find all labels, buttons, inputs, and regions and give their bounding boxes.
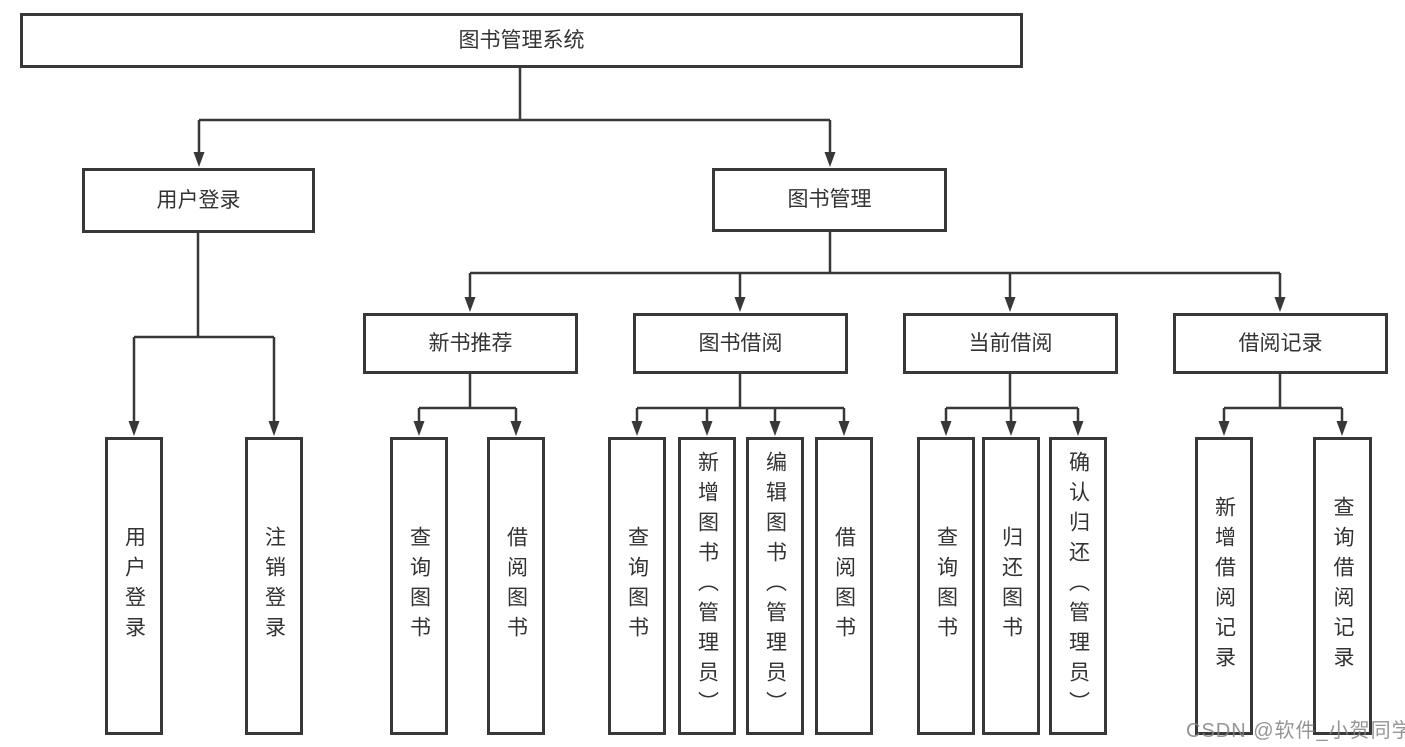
node-label: 注销登录 xyxy=(262,526,286,646)
leaf-logout: 注销登录 xyxy=(245,437,303,735)
leaf-newbook-borrow-books: 借阅图书 xyxy=(487,437,545,735)
leaf-borrowing-edit-books-admin: 编辑图书（管理员） xyxy=(746,437,804,735)
arrowhead-icon xyxy=(268,421,280,436)
node-current-borrowing: 当前借阅 xyxy=(903,313,1118,374)
node-new-book-recommend: 新书推荐 xyxy=(363,313,578,374)
leaf-current-confirm-return-admin: 确认归还（管理员） xyxy=(1049,437,1107,735)
arrowhead-icon xyxy=(1004,297,1016,312)
leaf-current-query-books: 查询图书 xyxy=(917,437,975,735)
node-label: 借阅图书 xyxy=(504,526,528,646)
arrowhead-icon xyxy=(413,421,425,436)
arrowhead-icon xyxy=(1274,297,1286,312)
leaf-records-add-record: 新增借阅记录 xyxy=(1195,437,1253,735)
arrowhead-icon xyxy=(1336,421,1348,436)
node-label: 借阅记录 xyxy=(1238,331,1323,355)
arrowhead-icon xyxy=(824,152,836,167)
arrowhead-icon xyxy=(1072,421,1084,436)
node-label: 查询借阅记录 xyxy=(1331,496,1354,676)
node-label: 新书推荐 xyxy=(428,331,513,355)
node-book-borrowing: 图书借阅 xyxy=(633,313,848,374)
arrowhead-icon xyxy=(734,297,746,312)
node-label: 查询图书 xyxy=(407,526,431,646)
node-label: 查询图书 xyxy=(934,526,958,646)
node-label: 借阅图书 xyxy=(832,526,856,646)
arrowhead-icon xyxy=(940,421,952,436)
leaf-borrowing-borrow-books: 借阅图书 xyxy=(815,437,873,735)
node-label: 用户登录 xyxy=(156,188,241,212)
leaf-current-return-books: 归还图书 xyxy=(982,437,1040,735)
node-label: 图书借阅 xyxy=(698,331,783,355)
arrowhead-icon xyxy=(701,421,713,436)
node-label: 用户登录 xyxy=(122,526,146,646)
arrowhead-icon xyxy=(1218,421,1230,436)
node-label: 归还图书 xyxy=(999,526,1023,646)
node-label: 新增借阅记录 xyxy=(1212,496,1236,676)
node-borrowing-records: 借阅记录 xyxy=(1173,313,1388,374)
leaf-borrowing-query-books: 查询图书 xyxy=(608,437,666,735)
node-label: 确认归还（管理员） xyxy=(1066,451,1090,721)
node-user-login: 用户登录 xyxy=(82,168,315,233)
node-book-management: 图书管理 xyxy=(712,168,947,232)
arrowhead-icon xyxy=(193,152,205,167)
arrowhead-icon xyxy=(464,297,476,312)
node-label: 查询图书 xyxy=(625,526,649,646)
arrowhead-icon xyxy=(769,421,781,436)
csdn-watermark: CSDN @软件_小贺同学 xyxy=(1186,720,1405,742)
leaf-borrowing-add-books-admin: 新增图书（管理员） xyxy=(678,437,736,735)
arrowhead-icon xyxy=(631,421,643,436)
node-label: 当前借阅 xyxy=(968,331,1053,355)
leaf-records-query-record: 查询借阅记录 xyxy=(1313,437,1372,735)
node-label: 编辑图书（管理员） xyxy=(763,451,787,721)
arrowhead-icon xyxy=(128,421,140,436)
leaf-newbook-query-books: 查询图书 xyxy=(390,437,448,735)
node-label: 新增图书（管理员） xyxy=(695,451,719,721)
node-label: 图书管理系统 xyxy=(458,28,585,52)
arrowhead-icon xyxy=(1005,421,1017,436)
node-library-management-system: 图书管理系统 xyxy=(20,13,1023,68)
arrowhead-icon xyxy=(510,421,522,436)
arrowhead-icon xyxy=(838,421,850,436)
leaf-user-login: 用户登录 xyxy=(105,437,163,735)
node-label: 图书管理 xyxy=(787,188,872,212)
